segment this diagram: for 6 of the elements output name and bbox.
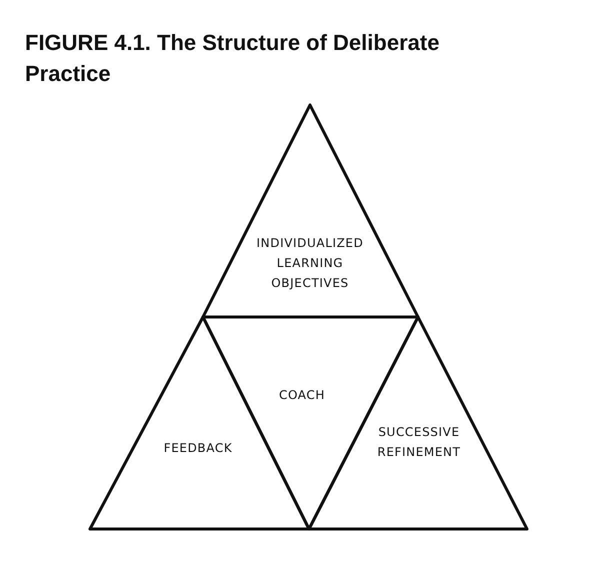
- section-label: FEEDBACK: [162, 440, 234, 457]
- triangle-section: [203, 105, 418, 317]
- section-label: SUCCESSIVE REFINEMENT: [376, 424, 462, 461]
- section-label: INDIVIDUALIZED LEARNING OBJECTIVES: [256, 235, 364, 292]
- section-label: COACH: [278, 387, 326, 404]
- figure-title: FIGURE 4.1. The Structure of Deliberate Practice: [25, 29, 440, 88]
